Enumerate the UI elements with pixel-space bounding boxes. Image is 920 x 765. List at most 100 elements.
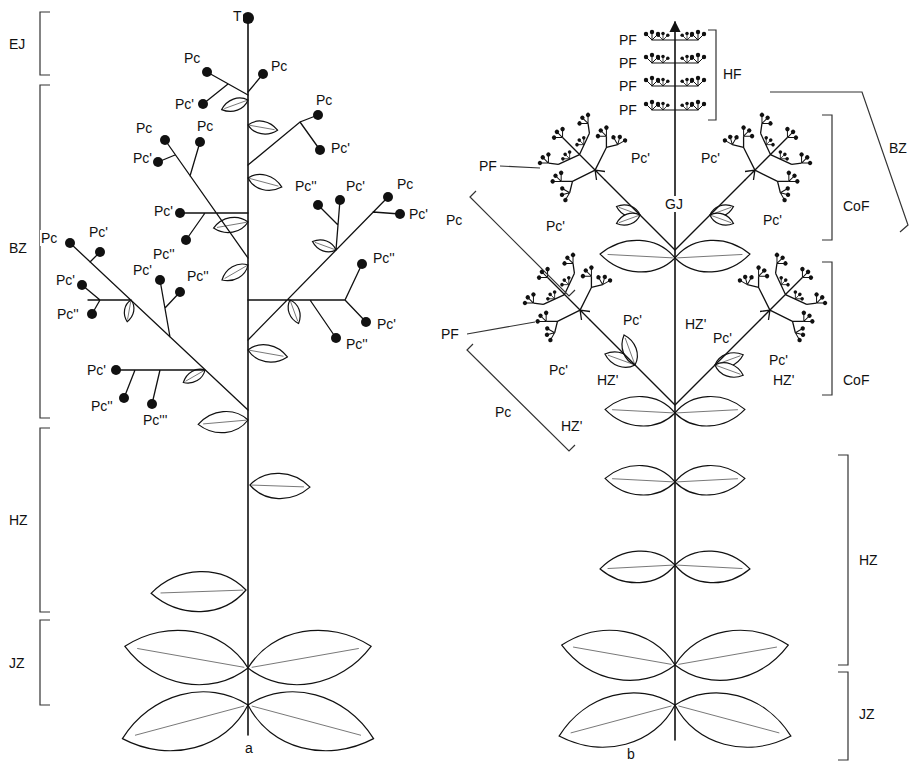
flower [195, 137, 205, 147]
coflorescence [522, 97, 638, 213]
zone-label: BZ [8, 240, 28, 256]
panel-letter: a [244, 740, 254, 756]
umbel [690, 100, 706, 110]
flower [95, 247, 105, 257]
leaf [115, 679, 255, 765]
part-label: PF [618, 55, 638, 71]
zone-brackets-a [40, 12, 50, 705]
part-label: Pc' [376, 316, 397, 332]
leaf [674, 464, 745, 497]
flower [313, 200, 323, 210]
flower [313, 110, 323, 120]
part-label: Pc [494, 404, 512, 420]
flower [77, 280, 87, 290]
flower [111, 365, 121, 375]
part-label: Pc' [548, 362, 569, 378]
umbel [656, 78, 669, 86]
leaf [671, 621, 793, 689]
flower [315, 145, 325, 155]
part-label: Pc' [712, 330, 733, 346]
axes-b [590, 22, 760, 740]
flower-dots-a [65, 12, 405, 409]
bracket [822, 115, 832, 240]
main-stem [674, 22, 676, 740]
part-label: Pc' [55, 272, 76, 288]
part-label: HZ' [596, 372, 619, 388]
part-label: PF [618, 78, 638, 94]
umbel [656, 102, 669, 110]
leaf [212, 215, 249, 236]
leaf [243, 620, 375, 693]
part-label: Pc' [153, 203, 174, 219]
leaf [120, 620, 252, 693]
bracket [708, 30, 716, 120]
leaf [247, 342, 289, 365]
flower [175, 287, 185, 297]
flower [153, 157, 163, 167]
part-label: Pc [396, 176, 414, 192]
terminal-florescence-tiers [652, 40, 698, 110]
zone-label: HZ [8, 512, 29, 528]
main-stem [247, 18, 249, 735]
bracket [40, 12, 50, 75]
part-label: Pc [135, 120, 153, 136]
part-label: Pc [40, 230, 58, 246]
leaf [285, 298, 303, 325]
leaf [604, 464, 675, 497]
part-label: Pc [315, 92, 333, 108]
part-label: Pc' [545, 218, 566, 234]
part-label: GJ [664, 196, 684, 212]
flower [361, 317, 371, 327]
flower [65, 238, 75, 248]
leaf [618, 333, 642, 368]
umbel [690, 30, 706, 40]
flower [258, 69, 268, 79]
leader-line [467, 166, 540, 334]
branches [590, 180, 760, 405]
zone-label: EJ [8, 36, 26, 52]
flower [147, 399, 157, 409]
bracket [822, 262, 832, 395]
part-label: Pc' [132, 150, 153, 166]
part-label: Pc' [762, 212, 783, 228]
bracket [40, 620, 50, 705]
part-label: PF [618, 32, 638, 48]
flower [357, 259, 367, 269]
flower [160, 135, 170, 145]
part-label: Pc' [768, 352, 789, 368]
part-label: Pc''' [142, 412, 168, 428]
part-label: PF [440, 326, 460, 342]
bracket [470, 191, 575, 296]
leaf [668, 681, 797, 761]
part-label: PF [618, 102, 638, 118]
branches [70, 72, 400, 410]
bracket [40, 428, 50, 612]
leaf [150, 570, 246, 613]
zone-label: HF [722, 66, 743, 82]
part-label: Pc [445, 212, 463, 228]
part-label: Pc' [330, 140, 351, 156]
part-label: HZ' [560, 418, 583, 434]
umbel [656, 55, 669, 63]
part-label: Pc [270, 58, 288, 74]
brackets-b [467, 30, 908, 760]
flower [175, 208, 185, 218]
leaf [220, 94, 250, 115]
flower [335, 195, 345, 205]
zone-label: JZ [8, 655, 26, 671]
bracket [40, 85, 50, 418]
umbel [656, 32, 669, 40]
bracket [838, 672, 848, 760]
part-label: HZ' [684, 316, 707, 332]
terminal-flower [242, 12, 254, 24]
part-label: Pc' [88, 224, 109, 240]
flower [155, 275, 165, 285]
part-label: Pc' [86, 362, 107, 378]
part-label: Pc'' [90, 398, 114, 414]
zone-label: BZ [888, 140, 908, 156]
part-label: Pc'' [372, 250, 396, 266]
leaf [197, 410, 249, 435]
part-label: Pc' [622, 312, 643, 328]
leaf [674, 395, 745, 428]
